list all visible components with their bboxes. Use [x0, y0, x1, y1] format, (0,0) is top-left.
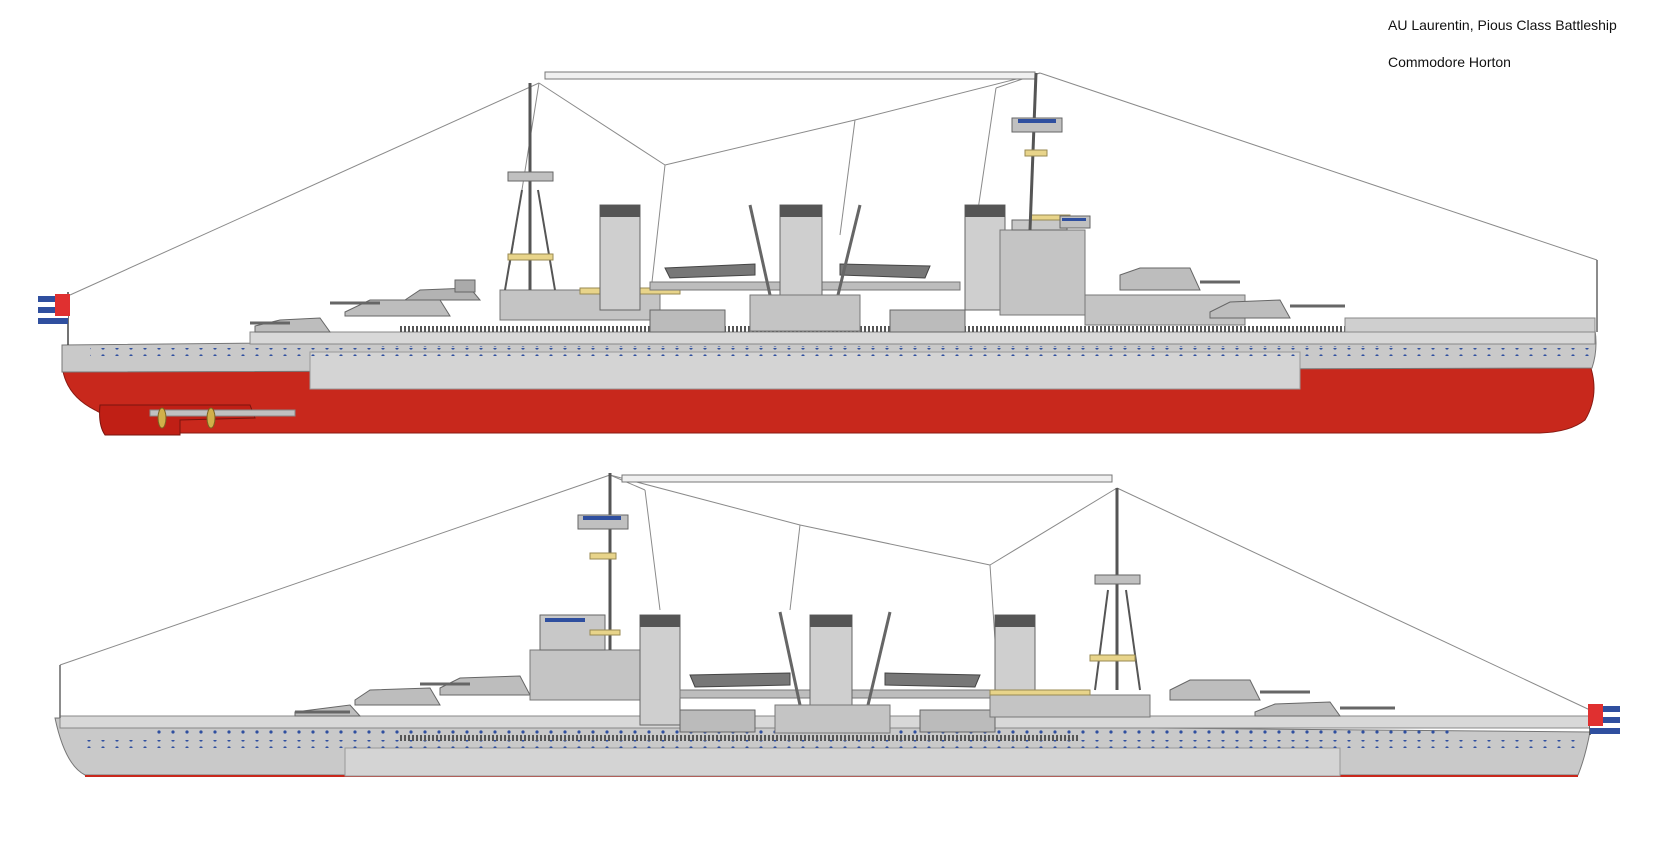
caption: AU Laurentin, Pious Class Battleship	[1388, 17, 1617, 33]
funnel-fwd	[599, 204, 641, 311]
aerial-bottom	[621, 474, 1113, 483]
aerial-top	[544, 71, 1036, 80]
funnel-fwd	[639, 614, 681, 726]
casemate	[649, 309, 726, 333]
shaft	[149, 409, 296, 417]
flag-icon	[1588, 704, 1620, 734]
armor-belt	[344, 747, 1341, 777]
main-deck	[249, 331, 1596, 345]
turret-a	[354, 687, 441, 706]
fighting-top	[1094, 574, 1141, 585]
turret-a	[254, 317, 331, 333]
turret-b	[439, 675, 531, 696]
propeller-icon	[206, 407, 216, 429]
armor-belt	[309, 351, 1301, 390]
propeller-icon	[157, 407, 167, 429]
rigging-lines	[59, 474, 1591, 711]
flag-icon	[38, 294, 70, 324]
crane	[866, 611, 892, 706]
boat	[839, 263, 931, 279]
funnel-mid	[779, 204, 823, 306]
rigging-lines	[69, 72, 1598, 301]
turret-y	[1254, 701, 1341, 717]
title-block: AU Laurentin, Pious Class Battleship Com…	[1388, 15, 1617, 73]
funnel-aft	[964, 204, 1006, 311]
boat	[884, 672, 981, 688]
boat	[664, 263, 756, 279]
boat	[689, 672, 791, 688]
casemate	[889, 309, 966, 333]
crane	[748, 204, 772, 296]
funnel-cap	[600, 205, 640, 217]
crane	[778, 611, 802, 706]
crane	[836, 204, 862, 296]
ship-profile-bottom	[54, 473, 1620, 777]
turret-x	[1169, 679, 1261, 701]
porthole-row	[80, 740, 1580, 748]
porthole-row	[90, 348, 1590, 356]
deck-rail	[400, 735, 1080, 741]
bridge-tower	[999, 229, 1086, 316]
turret-x	[1119, 267, 1201, 291]
ship-profile-top	[38, 71, 1598, 436]
turret-y	[1209, 299, 1291, 319]
funnel-mid	[809, 614, 853, 716]
author: Commodore Horton	[1388, 54, 1511, 70]
fighting-top	[507, 171, 554, 182]
casemate	[919, 709, 996, 733]
casemate	[679, 709, 756, 733]
